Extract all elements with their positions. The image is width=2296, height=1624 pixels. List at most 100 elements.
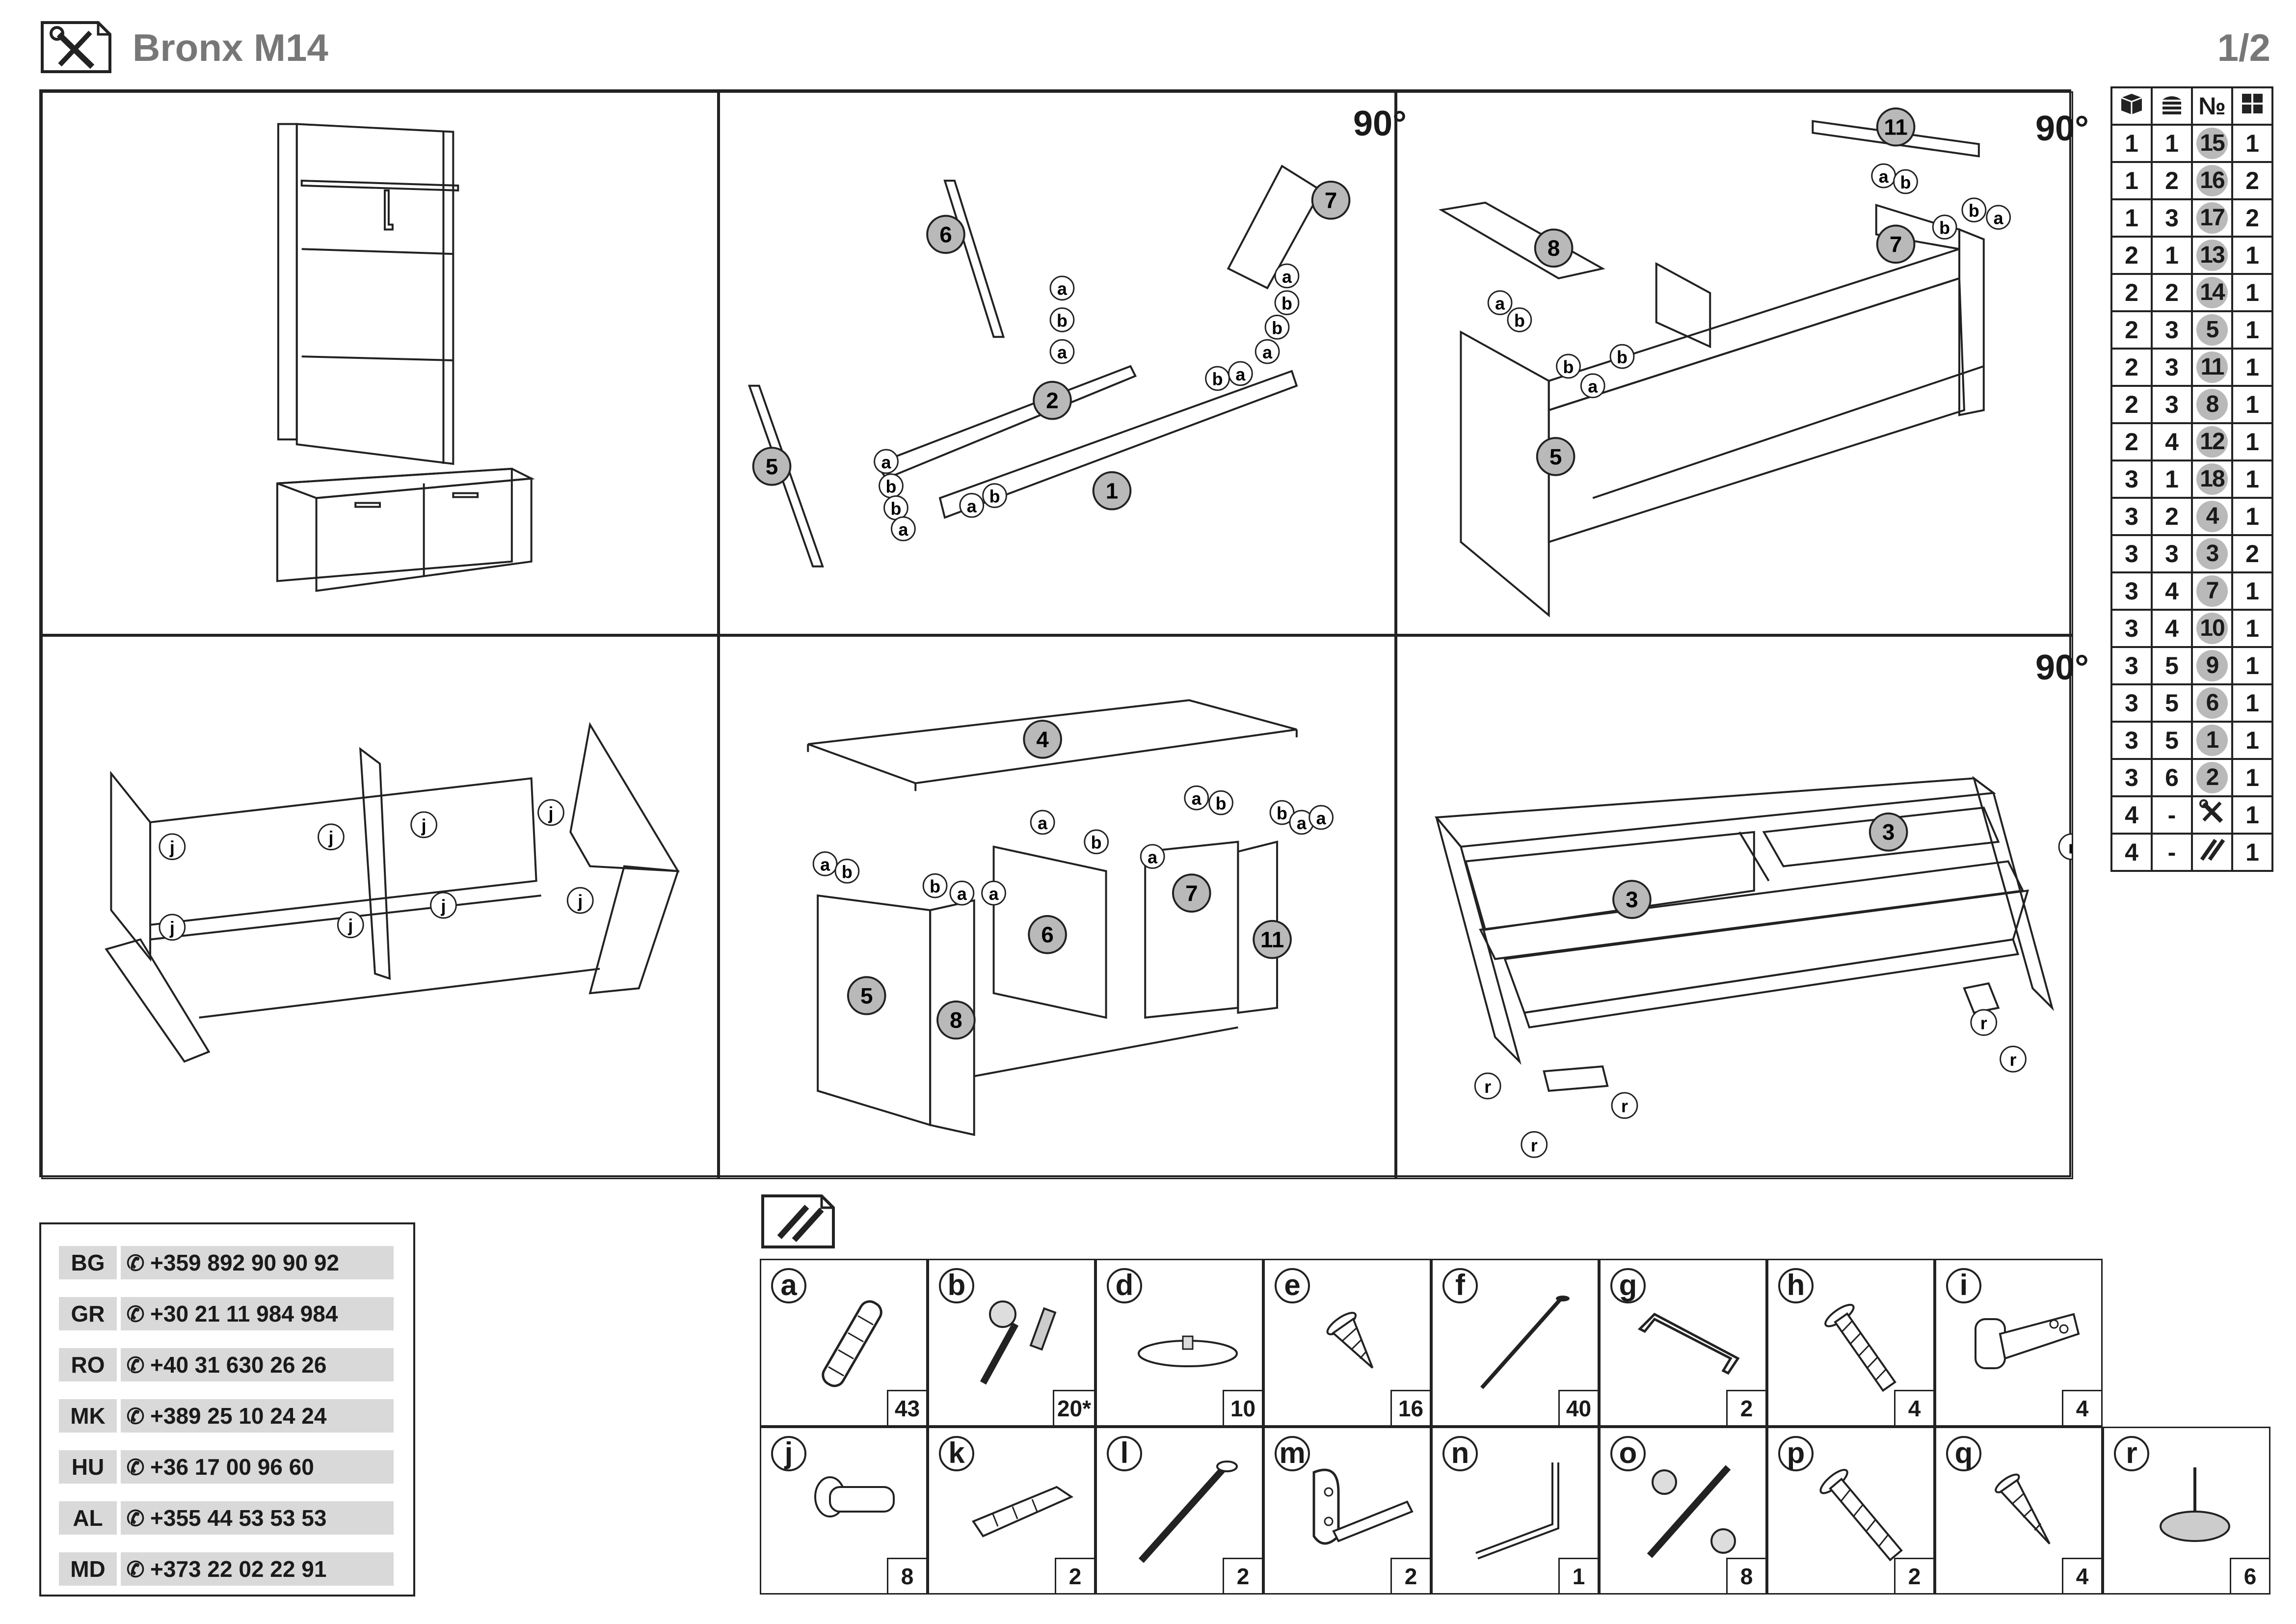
- box-value: 2: [2110, 310, 2153, 350]
- wall-plug-icon: [971, 1486, 1074, 1538]
- part-number-badge: 2: [2196, 762, 2228, 793]
- short-screw-icon: [1326, 1312, 1374, 1369]
- grid-icon: [2231, 86, 2273, 126]
- part-number-badge: 10: [2196, 613, 2228, 644]
- parts-table-row: 4-1: [2110, 833, 2273, 872]
- box-value: 3: [2110, 758, 2153, 797]
- part-number-cell: 5: [2191, 310, 2233, 350]
- svg-text:j: j: [328, 828, 333, 848]
- step-1-finished-product: [41, 91, 719, 635]
- country-code: RO: [59, 1348, 117, 1381]
- svg-text:b: b: [1212, 370, 1223, 389]
- svg-text:a: a: [1235, 365, 1246, 384]
- phone-number: +373 22 02 22 91: [150, 1556, 327, 1582]
- number-sign: №: [2191, 86, 2233, 126]
- box-value: 4: [2110, 795, 2153, 835]
- hardware-quantity: 2: [1726, 1390, 1765, 1425]
- hardware-letter: n: [1442, 1436, 1478, 1471]
- qty-value: 1: [2231, 310, 2273, 350]
- stack-value: 5: [2151, 646, 2193, 685]
- box-value: 2: [2110, 385, 2153, 424]
- rotate-90-label: 90°: [2035, 648, 2089, 687]
- wood-dowel-icon: [822, 1300, 882, 1387]
- part-number-cell: 6: [2191, 683, 2233, 723]
- svg-text:a: a: [1057, 279, 1068, 299]
- stack-value: -: [2151, 795, 2193, 835]
- qty-value: 1: [2231, 721, 2273, 760]
- svg-text:4: 4: [1036, 727, 1049, 752]
- stack-value: 4: [2151, 609, 2193, 648]
- svg-text:b: b: [1277, 804, 1287, 823]
- country-code: MD: [59, 1552, 117, 1586]
- hardware-letter: j: [771, 1436, 806, 1471]
- part-number-cell: 14: [2191, 273, 2233, 312]
- svg-text:a: a: [1879, 167, 1889, 187]
- qty-value: 1: [2231, 385, 2273, 424]
- part-number-badge: 1: [2196, 725, 2228, 756]
- svg-text:5: 5: [766, 454, 778, 479]
- hardware-letter: b: [939, 1268, 974, 1303]
- hardware-letter: m: [1275, 1436, 1310, 1471]
- stack-value: 6: [2151, 758, 2193, 797]
- svg-text:a: a: [957, 884, 967, 904]
- country-code: HU: [59, 1450, 117, 1484]
- svg-text:11: 11: [1884, 115, 1907, 140]
- box-value: 3: [2110, 609, 2153, 648]
- part-number-cell: 8: [2191, 385, 2233, 424]
- felt-pad-icon: [1138, 1335, 1238, 1367]
- svg-text:j: j: [169, 919, 175, 938]
- svg-text:r: r: [1621, 1097, 1628, 1116]
- foot-glide-icon: [2160, 1467, 2230, 1542]
- phone-number: +355 44 53 53 53: [150, 1505, 327, 1531]
- phone-number: +40 31 630 26 26: [150, 1352, 327, 1378]
- svg-text:j: j: [577, 892, 583, 911]
- part-number-badge: 12: [2196, 426, 2228, 458]
- part-number-cell: 11: [2191, 348, 2233, 387]
- svg-text:3: 3: [1882, 820, 1895, 845]
- box-value: 2: [2110, 236, 2153, 275]
- part-number-cell: 12: [2191, 422, 2233, 461]
- svg-text:b: b: [1514, 311, 1525, 330]
- hardware-letter: e: [1275, 1268, 1310, 1303]
- phone-number: +30 21 11 984 984: [150, 1301, 338, 1326]
- part-number-badge: 8: [2196, 389, 2228, 420]
- svg-text:b: b: [890, 499, 901, 518]
- hardware-quantity: 1: [1558, 1558, 1598, 1593]
- part-number-cell: 2: [2191, 758, 2233, 797]
- svg-text:b: b: [1272, 318, 1282, 338]
- svg-text:11: 11: [1260, 927, 1284, 952]
- phone-icon: ✆: [126, 1456, 145, 1480]
- part-number-badge: 14: [2196, 277, 2228, 308]
- box-value: 2: [2110, 348, 2153, 387]
- qty-value: 2: [2231, 198, 2273, 238]
- svg-text:r: r: [1484, 1077, 1491, 1097]
- fittings-icon: [2191, 833, 2233, 872]
- svg-text:a: a: [820, 855, 830, 874]
- qty-value: 1: [2231, 460, 2273, 499]
- svg-text:j: j: [169, 838, 175, 858]
- qty-value: 1: [2231, 795, 2273, 835]
- svg-text:a: a: [1148, 848, 1158, 867]
- hardware-quantity: 40: [1558, 1390, 1598, 1425]
- svg-text:b: b: [1900, 173, 1911, 192]
- part-number-badge: 13: [2196, 240, 2228, 271]
- box-value: 3: [2110, 497, 2153, 536]
- connector-bolt-icon: [1647, 1465, 1736, 1558]
- svg-text:b: b: [842, 862, 853, 882]
- phone-number-field: ✆+359 892 90 90 92: [121, 1246, 394, 1279]
- svg-text:b: b: [1057, 311, 1068, 330]
- stack-value: 3: [2151, 534, 2193, 573]
- svg-text:r: r: [2068, 838, 2072, 858]
- qty-value: 2: [2231, 161, 2273, 200]
- part-number-badge: 17: [2196, 202, 2228, 234]
- svg-text:a: a: [1994, 209, 2004, 228]
